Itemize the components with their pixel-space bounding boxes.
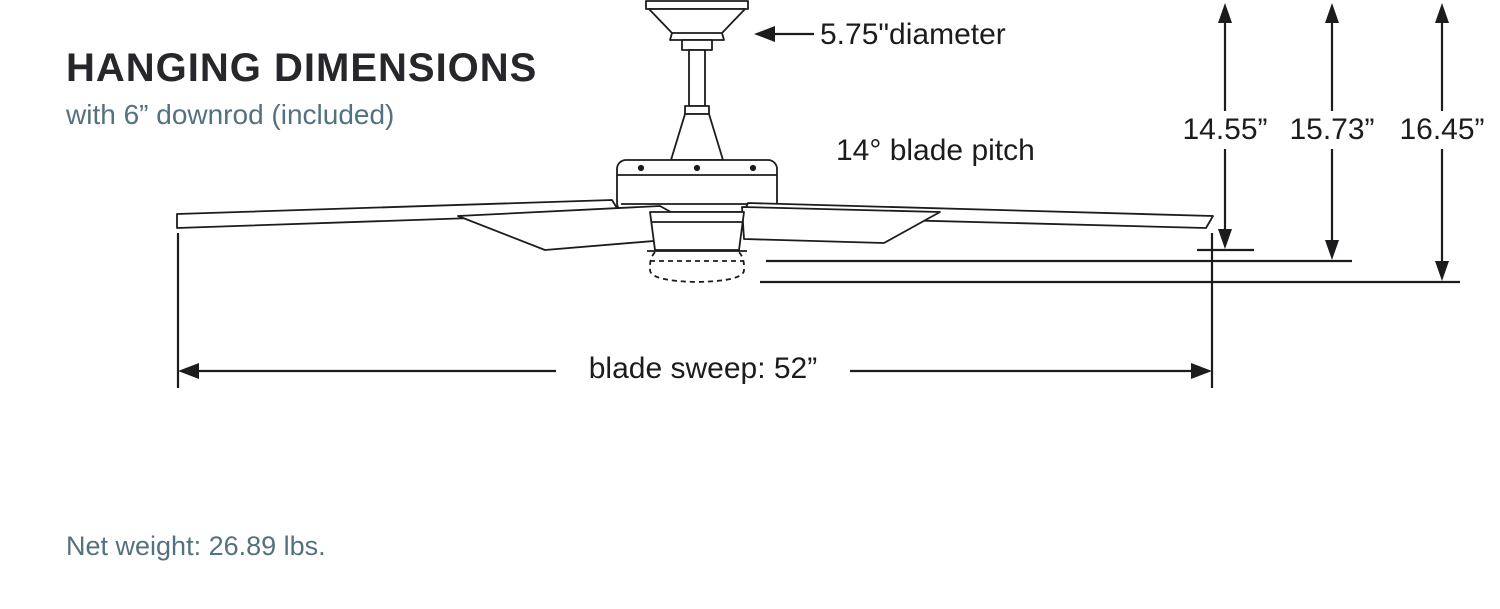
height-to-light-label: 16.45” — [1387, 111, 1497, 149]
net-weight-label: Net weight: 26.89 lbs. — [66, 531, 326, 561]
fan-bottom-cap — [647, 211, 747, 252]
height-to-bottom-label: 15.73” — [1277, 111, 1387, 149]
blade-pitch-label: 14° blade pitch — [836, 134, 1035, 167]
fan-light-kit-outline — [649, 251, 745, 283]
fan-blades — [176, 199, 1214, 251]
page-title: HANGING DIMENSIONS — [66, 46, 538, 90]
ceiling-fan-drawing — [176, 0, 1214, 283]
fan-canopy — [645, 0, 749, 51]
fan-mount-cone — [670, 113, 724, 161]
dimension-lines — [176, 3, 1460, 388]
page-subtitle: with 6” downrod (included) — [66, 99, 395, 130]
fan-blade-front-right — [741, 206, 941, 244]
fan-motor-housing — [616, 159, 778, 213]
height-to-blades-label: 14.55” — [1170, 111, 1280, 149]
diameter-leader-arrow — [754, 26, 814, 42]
fan-downrod — [684, 49, 710, 115]
blade-sweep-label: blade sweep: 52” — [556, 352, 850, 386]
canopy-diameter-label: 5.75"diameter — [820, 18, 1006, 51]
blade-sweep-arrow — [176, 233, 1214, 388]
